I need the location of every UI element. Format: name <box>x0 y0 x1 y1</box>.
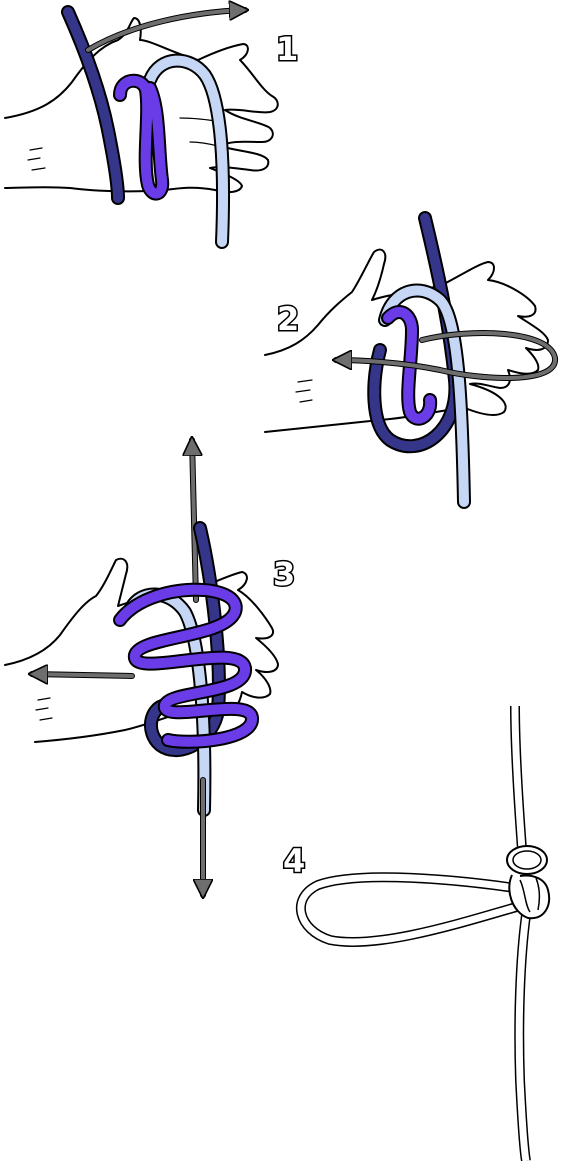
step-4-illustration: 4 <box>282 705 550 1161</box>
step-1-illustration: 1 <box>4 10 300 249</box>
step-number-4: 4 <box>283 842 305 880</box>
step-number-3: 3 <box>273 555 295 593</box>
step-3-illustration: 3 <box>4 440 297 895</box>
step-number-1: 1 <box>276 30 298 68</box>
step-2-illustration: 2 <box>264 211 558 509</box>
step-number-2: 2 <box>277 300 299 338</box>
knot-step-4 <box>506 845 550 920</box>
